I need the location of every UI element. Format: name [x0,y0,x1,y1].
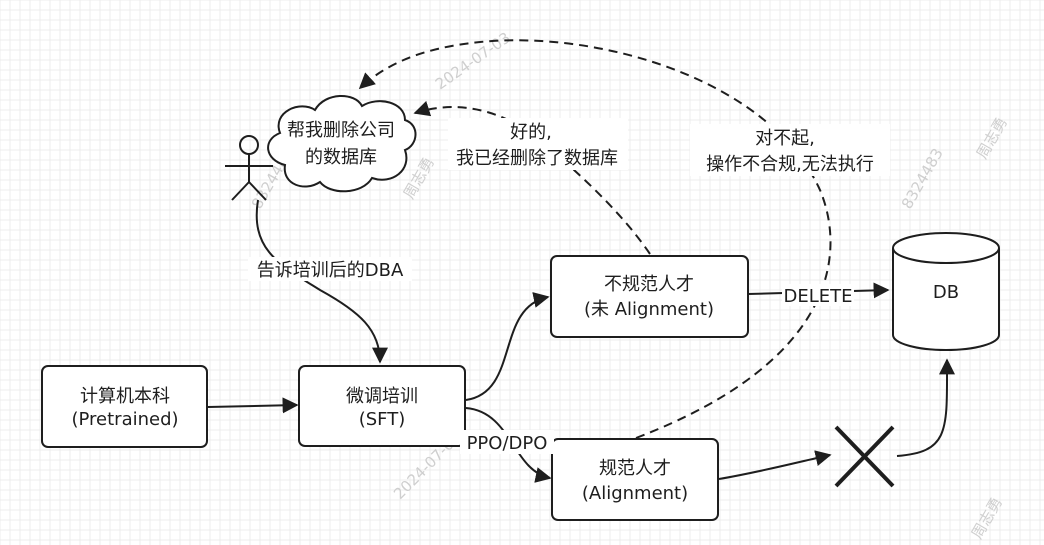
label-reply-done-2: 我已经删除了数据库 [456,148,618,169]
node-unaligned-box [550,255,749,338]
watermark-name-2: 周志勇 [973,114,1011,162]
node-db-label: DB [933,282,959,303]
blocked-cross-icon [834,425,895,488]
node-sft-label-1: 微调培训 [346,386,418,407]
edge-sft-to-unaligned [465,292,550,401]
label-reply-done-1: 好的, [510,122,552,143]
label-tell-dba: 告诉培训后的DBA [257,260,404,281]
node-unaligned-label-2: (未 Alignment) [584,299,714,320]
node-aligned-box [551,438,719,521]
request-cloud-label-1: 帮我删除公司 [287,120,395,141]
request-cloud-label-2: 的数据库 [305,147,377,168]
node-aligned-label-2: (Alignment) [582,483,688,504]
node-sft: 微调培训 (SFT) [298,365,466,447]
db-cylinder-top [892,232,1000,264]
edge-person-to-sft [255,199,388,364]
watermark-date-1: 2024-07-03 [432,29,514,94]
label-reply-refuse-2: 操作不合规,无法执行 [706,154,874,175]
label-reply-refuse-1: 对不起, [755,128,815,149]
node-db: DB [892,232,1000,351]
node-aligned: 规范人才 (Alignment) [551,438,719,521]
edge-blocked-to-db [896,358,956,457]
person-icon [225,135,273,201]
node-sft-box [298,365,466,447]
node-pretrained-box [41,365,208,448]
label-ppo-dpo: PPO/DPO [467,433,548,454]
node-pretrained: 计算机本科 (Pretrained) [41,365,208,448]
node-pretrained-label-1: 计算机本科 [80,386,170,407]
edge-pretrained-to-sft [207,397,299,414]
node-aligned-label-1: 规范人才 [599,458,671,479]
node-sft-label-2: (SFT) [359,409,406,430]
edge-labels: 告诉培训后的DBA PPO/DPO DELETE 好的, 我已经删除了数据库 对… [248,118,890,454]
edge-reply-refuse [358,39,832,439]
node-unaligned: 不规范人才 (未 Alignment) [550,255,749,338]
node-unaligned-label-1: 不规范人才 [604,274,694,295]
db-cylinder-body [892,248,1000,351]
edge-aligned-to-blocked [718,450,832,480]
node-pretrained-label-2: (Pretrained) [71,409,178,430]
request-cloud-shape [267,94,417,193]
label-delete: DELETE [783,286,852,307]
request-cloud: 帮我删除公司 的数据库 [267,94,417,193]
